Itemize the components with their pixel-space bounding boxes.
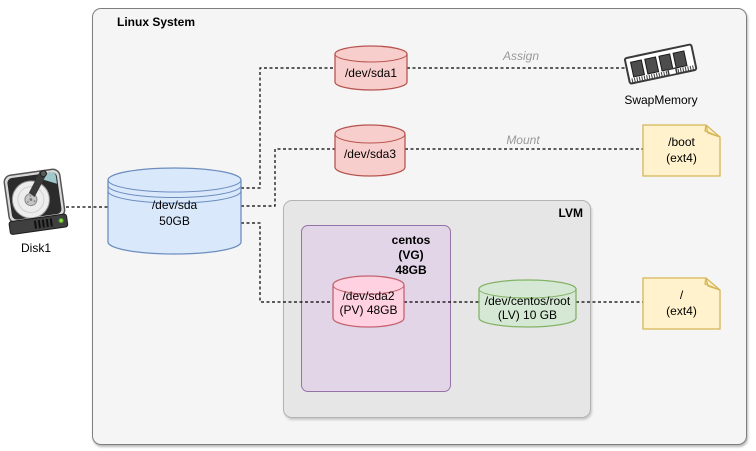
sda1-label: /dev/sda1 xyxy=(344,66,398,80)
linux-system-title: Linux System xyxy=(117,15,196,29)
lv-size: (LV) 10 GB xyxy=(497,308,558,322)
boot-mountpoint: /boot xyxy=(668,135,695,149)
mount-edge-label: Mount xyxy=(506,133,540,147)
swap-memory-label: SwapMemory xyxy=(624,93,698,107)
sda2-device: /dev/sda2 xyxy=(342,289,395,303)
hard-disk-icon xyxy=(3,168,69,235)
root-note-label: / (ext4) xyxy=(643,287,720,319)
sda2-size: (PV) 48GB xyxy=(339,303,398,317)
boot-fstype: (ext4) xyxy=(666,151,697,165)
lv-device: /dev/centos/root xyxy=(484,294,571,308)
assign-edge-label: Assign xyxy=(502,49,540,63)
root-fstype: (ext4) xyxy=(666,304,697,318)
root-mountpoint: / xyxy=(679,288,684,302)
lvm-group-title: LVM xyxy=(558,206,583,220)
sda-size: 50GB xyxy=(159,214,190,228)
sda-device: /dev/sda xyxy=(151,198,198,212)
vg-size: 48GB xyxy=(395,263,427,277)
sda-label: /dev/sda 50GB xyxy=(108,197,241,229)
vg-name: centos (VG) xyxy=(391,233,431,262)
volume-group-title: centos (VG) 48GB xyxy=(378,233,444,278)
boot-note-label: /boot (ext4) xyxy=(643,134,720,166)
sda2-pv-label: /dev/sda2 (PV) 48GB xyxy=(333,289,404,317)
lv-label: /dev/centos/root (LV) 10 GB xyxy=(479,294,576,322)
sda3-label: /dev/sda3 xyxy=(343,147,397,161)
disk-label: Disk1 xyxy=(20,241,51,255)
